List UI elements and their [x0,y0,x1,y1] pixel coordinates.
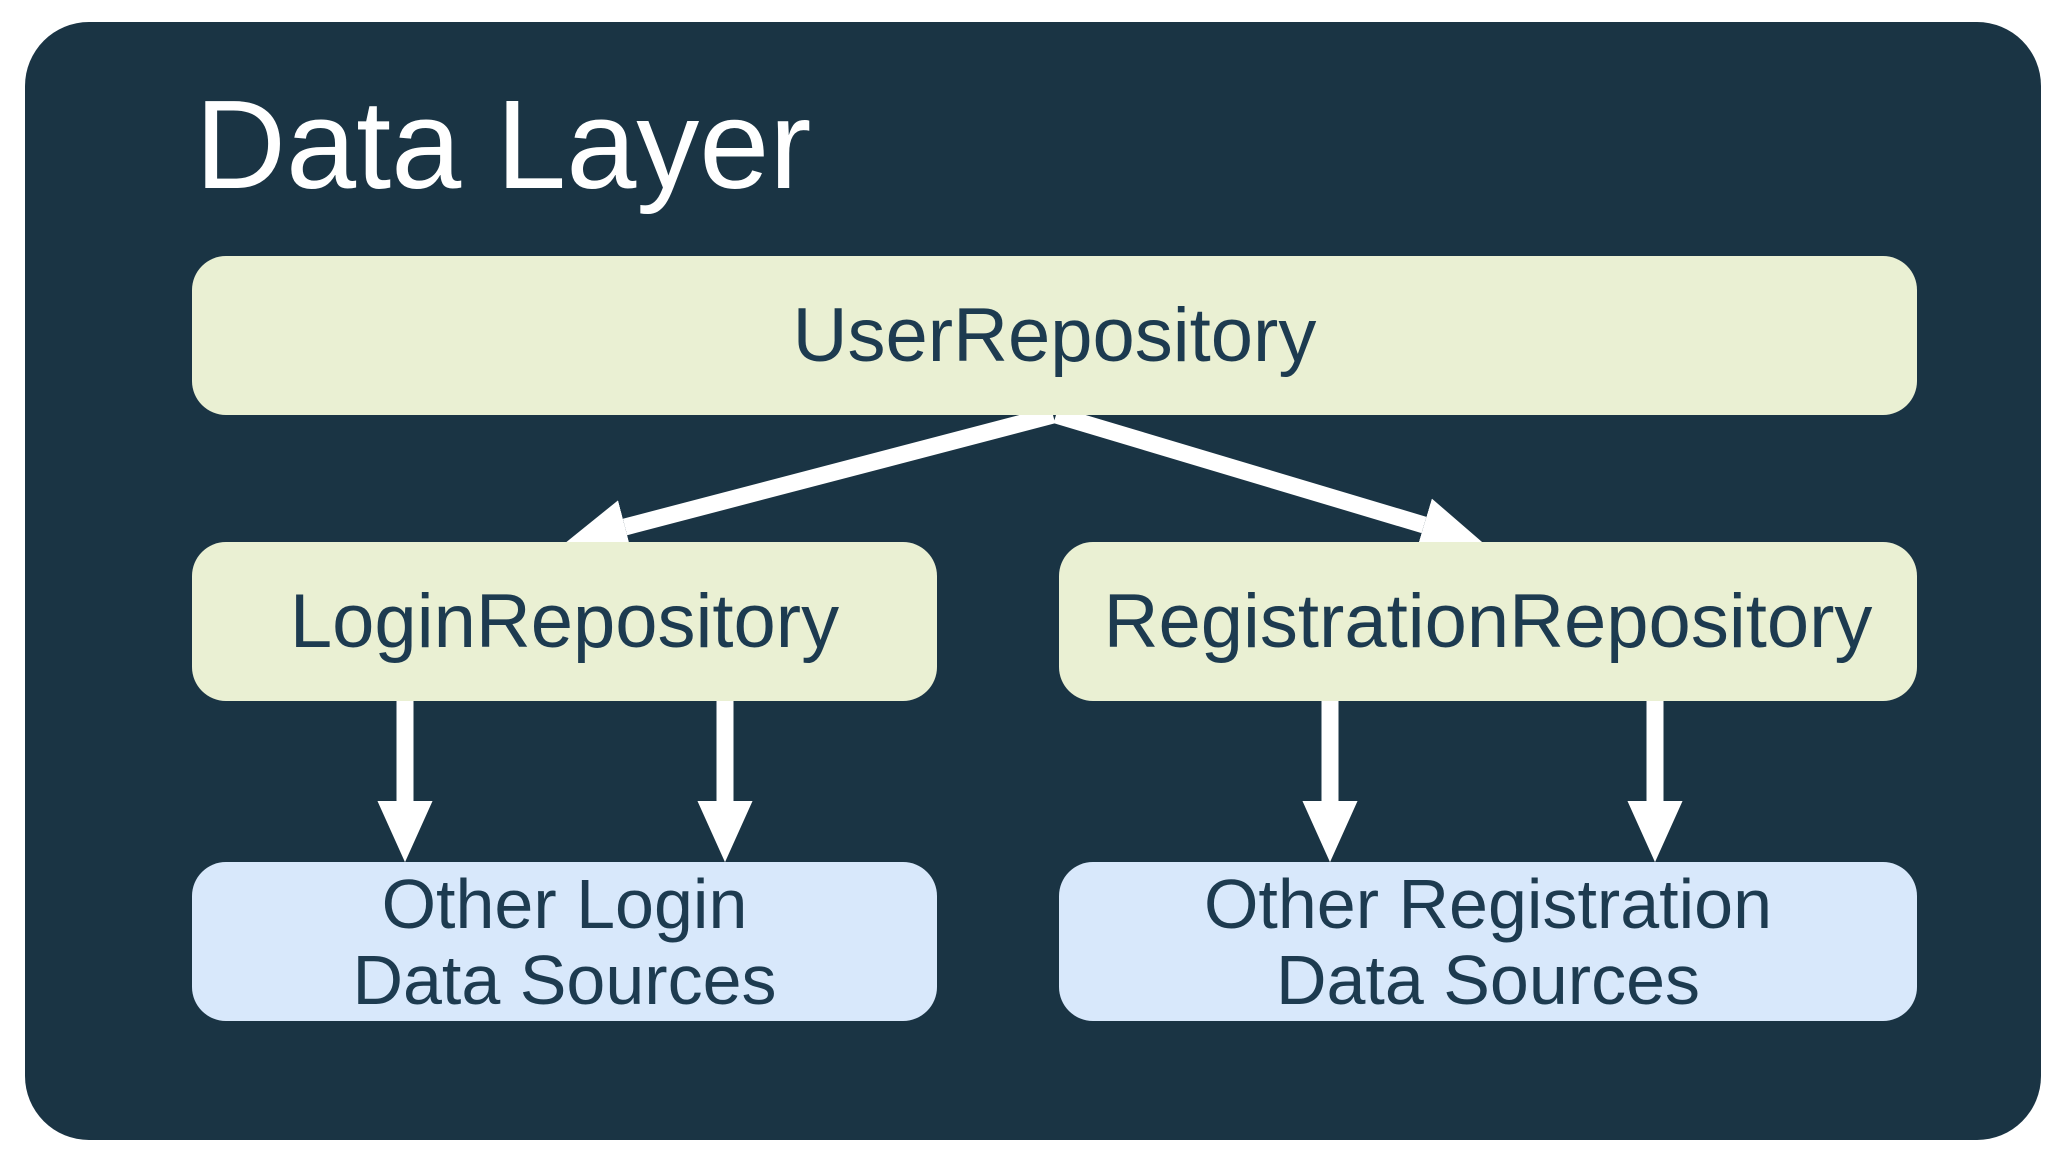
node-label-line2: Data Sources [352,940,777,1019]
node-label: RegistrationRepository [1103,578,1873,664]
node-user-repository: UserRepository [192,256,1917,415]
node-label-line1: Other Login [381,864,748,943]
diagram-title: Data Layer [195,74,812,215]
data-layer-container: Data Layer UserRepository LoginRepositor… [25,22,2041,1140]
node-label-line2: Data Sources [1275,940,1701,1019]
node-registration-repository: RegistrationRepository [1059,542,1917,701]
edge-user-to-registration-arrow [1053,406,1483,552]
edge-user-to-login-arrow [565,406,1056,554]
node-label: UserRepository [792,292,1317,378]
node-other-registration-data-sources: Other Registration Data Sources [1059,862,1917,1021]
arrow-layer [377,406,1683,863]
node-label: LoginRepository [289,578,840,664]
node-label-line1: Other Registration [1203,864,1773,943]
node-other-login-data-sources: Other Login Data Sources [192,862,937,1021]
node-login-repository: LoginRepository [192,542,937,701]
